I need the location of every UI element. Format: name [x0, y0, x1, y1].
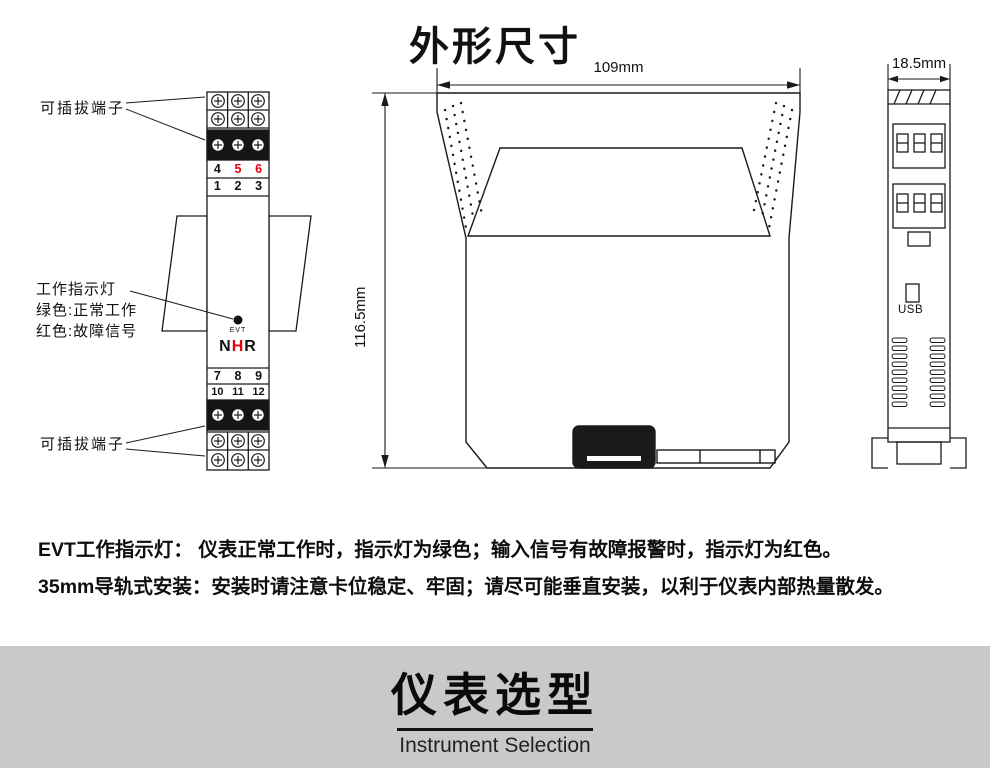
status-led [233, 315, 243, 325]
section-title-divider [397, 728, 593, 731]
brand-logo: NHR [207, 338, 269, 356]
page-title: 外形尺寸 [409, 25, 581, 69]
dimension-arrowheads [381, 75, 950, 468]
end-view-drawing [871, 89, 967, 469]
terminal-number: 8 [234, 369, 242, 383]
usb-port-label: USB [898, 304, 924, 316]
note-evt-indicator: EVT工作指示灯： 仪表正常工作时，指示灯为绿色；输入信号有故障报警时，指示灯为… [38, 539, 842, 561]
terminal-number: 7 [213, 369, 221, 383]
terminal-number: 12 [252, 386, 265, 398]
terminal-number: 6 [255, 162, 263, 176]
terminal-number: 3 [255, 179, 263, 193]
terminal-number: 2 [234, 179, 242, 193]
pluggable-terminal-label-top: 可插拔端子 [40, 100, 126, 117]
installation-notes: EVT工作指示灯： 仪表正常工作时，指示灯为绿色；输入信号有故障报警时，指示灯为… [38, 532, 968, 606]
evt-led-label: EVT [229, 327, 247, 334]
dimension-drawing-svg [125, 64, 967, 471]
terminal-number-row-4: 10 11 12 [207, 385, 269, 400]
dimension-lines [372, 64, 951, 469]
terminal-number: 4 [213, 162, 221, 176]
indicator-label-line1: 工作指示灯 [36, 281, 117, 298]
section-title: 仪表选型 [391, 669, 599, 721]
terminal-number-row-1: 4 5 6 [207, 162, 269, 177]
terminal-number: 9 [255, 369, 263, 383]
width-dimension-label: 109mm [593, 59, 644, 76]
brand-letter-r: R [244, 338, 257, 355]
terminal-number-row-2: 1 2 3 [207, 179, 269, 194]
terminal-number: 10 [211, 386, 224, 398]
indicator-label-line2: 绿色:正常工作 [36, 302, 138, 319]
terminal-number: 1 [213, 179, 221, 193]
section-subtitle: Instrument Selection [399, 734, 591, 757]
depth-dimension-label: 18.5mm [891, 55, 947, 72]
brand-letter-n: N [219, 338, 232, 355]
side-view-drawing [436, 92, 801, 469]
terminal-number: 11 [232, 386, 244, 398]
pluggable-terminal-label-bottom: 可插拔端子 [40, 436, 126, 453]
height-dimension-label: 116.5mm [352, 286, 369, 348]
indicator-label: 工作指示灯 绿色:正常工作 红色:故障信号 [36, 279, 137, 342]
leader-lines [125, 96, 234, 457]
section-banner: 仪表选型 Instrument Selection [0, 646, 990, 768]
indicator-label-line3: 红色:故障信号 [36, 323, 138, 340]
side-view-dot-texture [443, 101, 794, 230]
terminal-number-row-3: 7 8 9 [207, 369, 269, 384]
note-din-rail-mount: 35mm导轨式安装：安装时请注意卡位稳定、牢固；请尽可能垂直安装，以利于仪表内部… [38, 576, 894, 598]
brand-letter-h: H [231, 338, 245, 355]
terminal-number: 5 [234, 162, 242, 176]
